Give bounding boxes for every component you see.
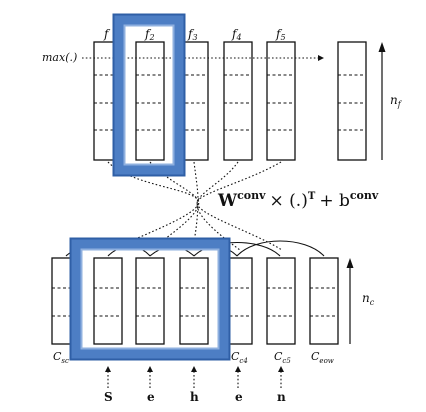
input-char-5: n (277, 390, 286, 404)
conv-connection-lines (107, 161, 283, 251)
input-char-4: e (235, 390, 243, 404)
char-box-eow (309, 257, 339, 345)
filter-label-3: f3 (187, 27, 198, 42)
nf-arrowhead (378, 42, 386, 52)
input-char-2: e (147, 390, 155, 404)
input-char-1: S (104, 390, 113, 404)
filter-box-5 (266, 41, 296, 161)
output-vector-box (337, 41, 367, 161)
char-box-2 (135, 257, 165, 345)
nf-label: nf (390, 93, 403, 109)
char-boxes (51, 257, 339, 345)
char-box-1 (93, 257, 123, 345)
nc-label: nc (362, 291, 375, 307)
filter-label-2: f2 (144, 27, 155, 42)
filter-highlight (112, 13, 186, 177)
char-label-eow: Ceow (311, 350, 334, 365)
char-box-3 (179, 257, 209, 345)
char-label-4: Cc4 (231, 350, 248, 365)
input-arrows (105, 366, 284, 388)
filter-boxes (93, 41, 367, 161)
filter-box-4 (223, 41, 253, 161)
conv-formula: Wconv× (.)T+ bconv (217, 189, 379, 211)
char-label-bow: Csc (53, 350, 69, 365)
input-char-3: h (190, 390, 199, 404)
nc-arrowhead (346, 258, 354, 268)
filter-box-2 (135, 41, 165, 161)
max-label: max(.) (42, 51, 77, 64)
filter-label-1: f (103, 27, 111, 41)
filter-label-5: f5 (275, 27, 286, 42)
filter-label-4: f4 (231, 27, 242, 42)
window-highlight (69, 237, 231, 361)
char-box-5 (266, 257, 296, 345)
max-pool-arrowhead (318, 55, 324, 61)
input-chars: S e h e n (104, 390, 286, 404)
filter-dashes (94, 74, 366, 131)
char-label-5: Cc5 (274, 350, 291, 365)
